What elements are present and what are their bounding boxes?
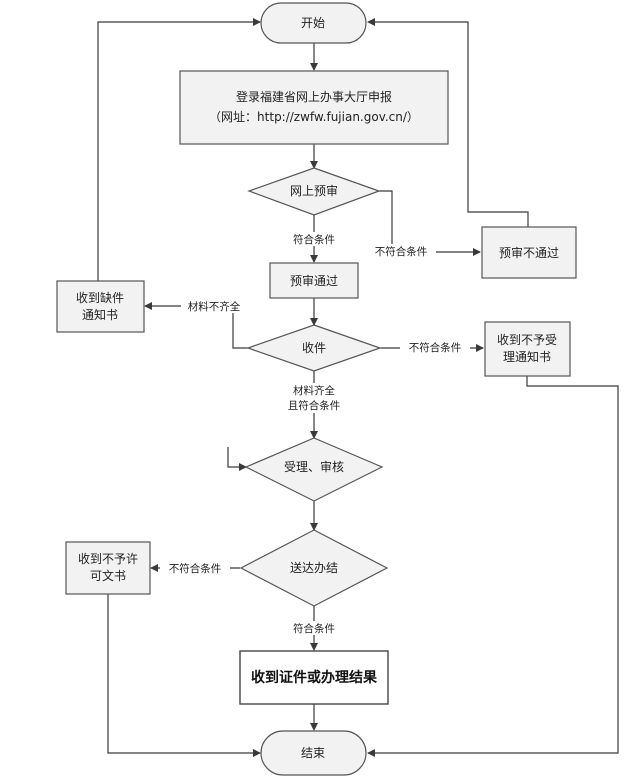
node-missing-notice-line1: 收到缺件: [76, 290, 124, 305]
node-reject-permit-line1: 收到不予许: [78, 552, 138, 566]
node-end-text: 结束: [301, 746, 325, 760]
node-online-review-text: 网上预审: [290, 183, 338, 198]
edge-reject-permit-to-end: [107, 594, 261, 757]
node-accept-review: 受理、审核: [244, 437, 384, 502]
node-deliver: 送达办结: [239, 529, 389, 607]
label-review-ok: 符合条件: [293, 233, 335, 246]
label-deliver-fail: 不符合条件: [169, 562, 222, 575]
node-prereview-pass-text: 预审通过: [290, 273, 338, 288]
edge-loop-into-accept-review: [227, 447, 247, 471]
node-deliver-text: 送达办结: [290, 560, 338, 575]
node-receive: 收件: [246, 324, 382, 372]
edge-reject-accept-to-end: [367, 376, 619, 757]
node-receive-text: 收件: [302, 341, 326, 355]
label-materials-ok-line1: 材料齐全: [293, 384, 335, 397]
node-missing-notice: 收到缺件 通知书: [56, 280, 145, 333]
edge-review-to-fail-box: [379, 190, 481, 256]
label-receive-fail: 不符合条件: [409, 341, 462, 354]
node-missing-notice-line2: 通知书: [82, 308, 118, 322]
node-login: 登录福建省网上办事大厅申报 （网址：http://zwfw.fujian.gov…: [179, 70, 449, 145]
edge-labels: 符合条件 不符合条件 材料不齐全 不符合条件 材料齐全 且符合条件 不符合条件 …: [160, 232, 470, 635]
node-start-text: 开始: [301, 16, 325, 30]
edge-missing-notice-to-start: [97, 18, 261, 281]
node-start: 开始: [260, 2, 367, 44]
node-reject-permit: 收到不予许 可文书: [65, 541, 151, 595]
label-deliver-ok: 符合条件: [293, 622, 335, 635]
node-accept-review-text: 受理、审核: [284, 459, 344, 474]
node-online-review: 网上预审: [247, 167, 381, 216]
node-result-text: 收到证件或办理结果: [251, 669, 378, 686]
edge-fail-box-to-start: [367, 18, 529, 227]
node-login-line2: （网址：http://zwfw.fujian.gov.cn/）: [209, 110, 419, 124]
node-result: 收到证件或办理结果: [239, 650, 389, 705]
label-review-fail: 不符合条件: [375, 245, 428, 258]
label-materials-ok-line2: 且符合条件: [288, 399, 341, 412]
node-review-fail: 预审不通过: [481, 226, 577, 279]
node-reject-permit-line2: 可文书: [90, 568, 126, 583]
node-prereview-pass: 预审通过: [269, 262, 359, 299]
node-reject-accept: 收到不予受 理通知书: [484, 321, 571, 377]
node-end: 结束: [260, 730, 367, 776]
node-reject-accept-line1: 收到不予受: [497, 333, 557, 347]
node-review-fail-text: 预审不通过: [499, 245, 559, 260]
node-reject-accept-line2: 理通知书: [503, 350, 551, 364]
node-login-line1: 登录福建省网上办事大厅申报: [236, 89, 392, 104]
label-materials-incomplete: 材料不齐全: [188, 300, 241, 313]
